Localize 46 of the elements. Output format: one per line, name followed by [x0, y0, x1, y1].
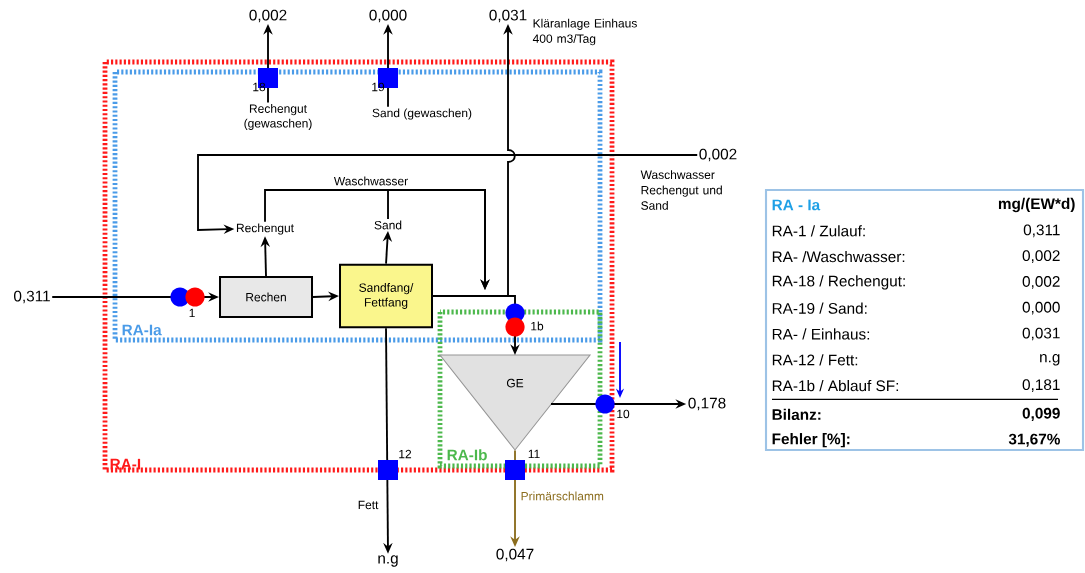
flow-label: Sand: [374, 220, 402, 230]
table-cell: 0,002: [1022, 250, 1060, 263]
value-label: n.g: [378, 555, 398, 567]
point-number: 19: [372, 82, 385, 92]
table-cell: Fehler [%]:: [772, 433, 850, 448]
value-label: 0,002: [699, 148, 737, 162]
screen-box: Rechen: [219, 276, 313, 318]
table-cell: 0,031: [1022, 327, 1060, 341]
value-label: 0,047: [496, 548, 534, 562]
value-label: 0,178: [688, 397, 726, 411]
note-text: Waschwasser Rechengut und Sand: [640, 170, 722, 210]
edge-label: Fett: [356, 499, 380, 511]
table-cell: 0,002: [1022, 276, 1060, 289]
edge-label: Waschwasser: [332, 175, 410, 187]
edge-label: Primärschlamm: [519, 490, 606, 502]
table-cell: RA-18 / Rechengut:: [772, 275, 905, 290]
value-label: 0,031: [489, 9, 527, 23]
table-cell: 0,311: [1023, 224, 1060, 238]
point-number: 12: [399, 449, 412, 459]
point-number: 11: [528, 449, 540, 459]
flow-label: Sand (gewaschen): [372, 108, 472, 120]
point-number: 1: [189, 308, 195, 318]
value-label: 0,000: [369, 9, 407, 23]
flow-label: Rechengut: [236, 223, 294, 235]
grit-chamber-box: Sandfang/ Fettfang: [339, 263, 433, 329]
table-cell: 31,67%: [1008, 433, 1060, 447]
table-cell: RA- /Waschwasser:: [772, 250, 905, 263]
table-cell: RA-1 / Zulauf:: [772, 225, 865, 237]
table-cell: RA-1b / Ablauf SF:: [772, 379, 898, 392]
flow-label: Rechengut (gewaschen): [244, 104, 312, 130]
table-cell: Bilanz:: [772, 408, 821, 420]
table-cell: RA-19 / Sand:: [772, 302, 867, 314]
value-label: 0,002: [249, 9, 287, 23]
table-cell: RA-12 / Fett:: [772, 354, 858, 366]
table-cell: mg/(EW*d): [998, 197, 1075, 213]
table-cell: 0,181: [1022, 379, 1060, 392]
table-cell: RA- / Einhaus:: [772, 328, 870, 340]
point-number: 18: [253, 82, 266, 92]
table-cell: 0,000: [1022, 301, 1060, 315]
point-number: 10: [617, 409, 630, 419]
note-text: Kläranlage Einhaus 400 m3/Tag: [532, 18, 637, 46]
table-cell: 0,099: [1022, 407, 1060, 421]
point-number: 1b: [531, 321, 544, 331]
table-cell: n.g: [1040, 354, 1060, 366]
table-cell: RA - Ia: [772, 199, 821, 211]
value-label: 0,311: [14, 290, 50, 304]
